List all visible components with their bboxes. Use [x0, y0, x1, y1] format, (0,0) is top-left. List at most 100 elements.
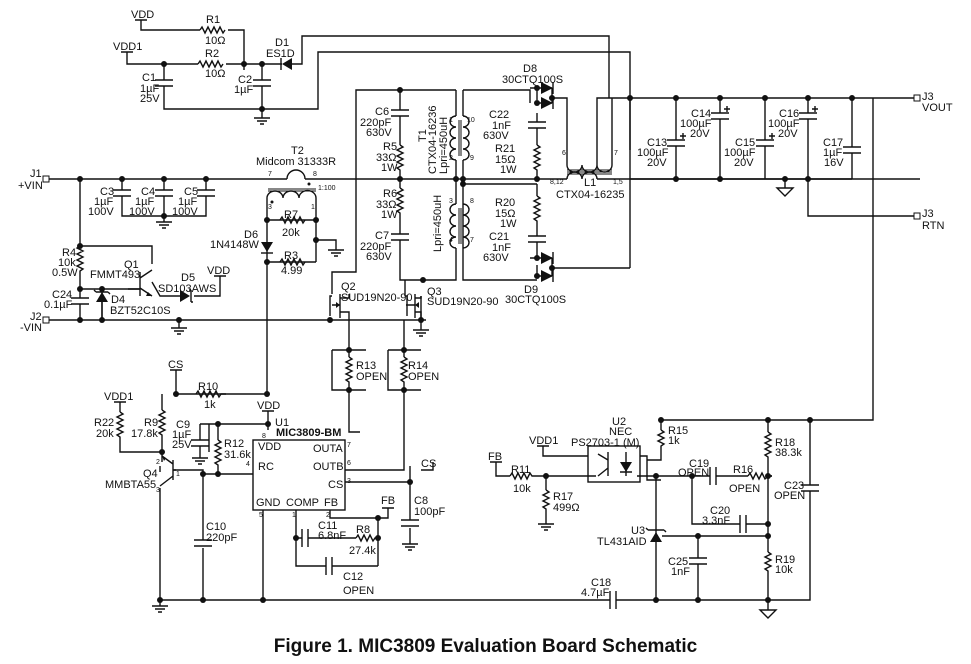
- r9-value: 17.8k: [131, 428, 158, 440]
- ground-icon: [538, 523, 554, 531]
- t1-pin-label: 7: [470, 237, 474, 244]
- resistor-r11: [509, 471, 534, 481]
- resistor-r1: [199, 25, 226, 35]
- r6-ref: R6: [383, 188, 397, 200]
- capacitor-c13: [667, 133, 686, 150]
- net-vdd1-label: VDD1: [113, 41, 142, 53]
- net-vdd1-label: VDD1: [104, 391, 133, 403]
- u3-part: TL431AID: [597, 536, 647, 548]
- transformer-t1: [449, 115, 470, 249]
- resistor-r3: [279, 257, 306, 267]
- r17-value: 499Ω: [553, 502, 580, 514]
- net-cs-label: CS: [421, 458, 436, 470]
- resistor-r13: [344, 356, 354, 383]
- r16-ref: R16: [733, 464, 753, 476]
- c22-value: 1nF: [492, 120, 511, 132]
- ground-icon: [192, 448, 208, 465]
- c5-rating: 100V: [172, 206, 198, 218]
- junctions: [77, 61, 855, 603]
- u2-part: PS2703-1 (M): [571, 437, 639, 449]
- l1-pin-label: 1,5: [613, 179, 623, 186]
- q1-part: FMMT493: [90, 269, 140, 281]
- q4-pin-label: 2: [156, 459, 160, 466]
- c15-value: 100µF: [724, 147, 756, 159]
- r18-value: 38.3k: [775, 447, 802, 459]
- r18-ref: R18: [775, 437, 795, 449]
- u1-part: MIC3809-BM: [276, 427, 341, 439]
- c12-value: OPEN: [343, 585, 374, 597]
- t1-pin-label: 4: [449, 237, 453, 244]
- d6-ref: D6: [244, 229, 258, 241]
- connector-pads: [42, 94, 921, 324]
- d1-ref: D1: [275, 37, 289, 49]
- c25-ref: C25: [668, 556, 688, 568]
- capacitor-c23: [801, 484, 819, 497]
- t2-part: Midcom 31333R: [256, 156, 336, 168]
- r21-rating: 1W: [500, 164, 517, 176]
- u2-maker: NEC: [609, 426, 632, 438]
- c20-value: 3.3nF: [702, 515, 730, 527]
- c25-value: 1nF: [671, 566, 690, 578]
- capacitor-c11: [301, 529, 312, 547]
- u1-pin-cs: CS: [328, 479, 343, 491]
- r4-rating: 0.5W: [52, 267, 78, 279]
- ground-icon: [254, 117, 270, 125]
- u1-pin-gnd: GND: [256, 497, 281, 509]
- l1-ref: L1: [584, 177, 596, 189]
- u2-ref: U2: [612, 416, 626, 428]
- t1-pin-label: 8: [470, 198, 474, 205]
- ground-icon: [328, 249, 344, 257]
- c3-rating: 100V: [88, 206, 114, 218]
- c13-value: 100µF: [637, 147, 669, 159]
- u1-pin-fb: FB: [324, 497, 338, 509]
- q4-pin-label: 3: [156, 487, 160, 494]
- c16-ref: C16: [779, 108, 799, 120]
- c9-ref: C9: [176, 419, 190, 431]
- c1-value: 1µF: [140, 83, 159, 95]
- r2-value: 10Ω: [205, 68, 225, 80]
- capacitor-c17: [843, 146, 861, 157]
- resistor-r5: [395, 144, 405, 172]
- q3-ref: Q3: [427, 286, 442, 298]
- l1-pin-label: 6: [562, 150, 566, 157]
- r12-value: 31.6k: [224, 449, 251, 461]
- u1-pin-number: 1: [292, 512, 296, 519]
- current-transformer-t2: [266, 169, 317, 204]
- resistor-r2: [197, 59, 224, 69]
- r10-value: 1k: [204, 399, 216, 411]
- resistor-r16: [747, 471, 772, 481]
- capacitor-c5: [197, 189, 215, 204]
- t1-part: CTX04-16236: [427, 106, 439, 175]
- diode-d9-a: [541, 252, 554, 264]
- return-ground-icon: [775, 187, 795, 197]
- zener-reference-u3: [645, 527, 667, 542]
- c10-ref: C10: [206, 521, 226, 533]
- resistor-r4: [75, 245, 85, 276]
- c7-rating: 630V: [366, 251, 392, 263]
- net-vdd-label: VDD: [257, 400, 280, 412]
- capacitor-c14: [711, 106, 730, 125]
- r13-value: OPEN: [356, 371, 387, 383]
- r9-ref: R9: [144, 417, 158, 429]
- r3-ref: R3: [284, 250, 298, 262]
- r4-value: 10k: [58, 257, 76, 269]
- r14-value: OPEN: [408, 371, 439, 383]
- r5-rating: 1W: [381, 162, 398, 174]
- r8-ref: R8: [356, 524, 370, 536]
- d8-part: 30CTQ100S: [502, 74, 563, 86]
- r2-ref: R2: [205, 48, 219, 60]
- resistor-r10: [195, 389, 226, 399]
- c14-rating: 20V: [690, 128, 710, 140]
- c2-value: 1µF: [234, 84, 253, 96]
- c10-value: 220pF: [206, 532, 237, 544]
- c9-rating: 25V: [172, 439, 192, 451]
- ground-icon: [152, 600, 168, 613]
- connector-j3-ref: J3: [922, 208, 934, 220]
- diode-d8-a: [541, 82, 554, 94]
- c5-ref: C5: [184, 186, 198, 198]
- r6-rating: 1W: [381, 209, 398, 221]
- capacitor-c18: [609, 591, 620, 609]
- c19-value: OPEN: [678, 467, 709, 479]
- q1-ref: Q1: [124, 259, 139, 271]
